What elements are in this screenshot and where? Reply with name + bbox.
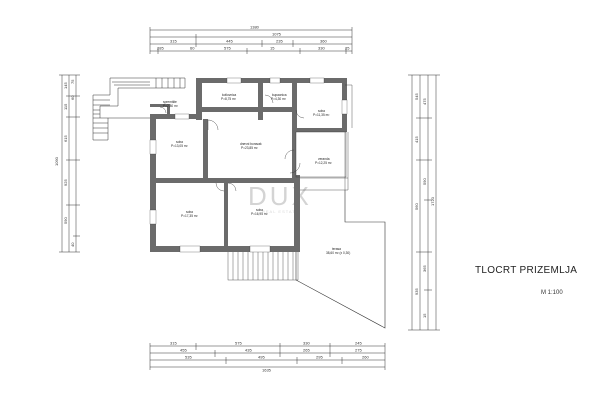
right-r3-dim: 15	[422, 313, 427, 318]
plan-scale: M 1:100	[541, 290, 563, 296]
top-r3-dim: 445	[226, 39, 233, 44]
bottom-r3-dim: 495	[258, 355, 265, 360]
room-dnevni-name: dnevni boravak	[240, 142, 262, 146]
bottom-r3-dim: 260	[362, 355, 369, 360]
bottom-r3-dim: 295	[316, 355, 323, 360]
bottom-dimension-lines	[149, 343, 386, 370]
bottom-r1-dim: 330	[303, 341, 310, 346]
room-soba3-name: soba	[186, 210, 193, 214]
room-spremiste-name: spremište	[163, 100, 177, 104]
right-r3-dim: 365	[422, 265, 427, 272]
left-r2-dim: 590	[63, 217, 68, 224]
room-spremiste-area: P=2,80 m²	[163, 104, 178, 108]
left-r3-dim: 40	[70, 242, 75, 247]
room-terasa-area: 38,60 m² (x 0,30)	[326, 251, 350, 255]
bottom-r3-dim: 535	[185, 355, 192, 360]
room-veranda-name: veranda	[318, 157, 330, 161]
room-soba2-name: soba	[176, 140, 183, 144]
room-soba1-name: soba	[318, 109, 325, 113]
left-total-dim: 1090	[54, 156, 59, 166]
right-r2-dim: 935	[414, 288, 419, 295]
room-kotlovnica-area: P=8,75 m²	[221, 97, 236, 101]
windows	[149, 77, 348, 253]
room-dnevni-area: P=23,85 m²	[241, 146, 258, 150]
top-r3-dim: 235	[276, 39, 283, 44]
right-r3-dim: 590	[422, 178, 427, 185]
top-r3-dim: 315	[170, 39, 177, 44]
terrace-outline	[295, 190, 386, 329]
room-soba1-area: P=11,35 m²	[313, 113, 329, 117]
room-kupaonica-area: P=4,30 m²	[271, 97, 286, 101]
room-terasa-name: terasa	[332, 247, 341, 251]
top-r4-dim: 60	[190, 46, 195, 51]
veranda-glazing	[295, 84, 353, 191]
right-r3-dim: 475	[422, 98, 427, 105]
top-dimension-lines	[149, 27, 353, 54]
external-stairs	[92, 77, 186, 141]
bottom-r2-dim: 455	[180, 348, 187, 353]
bottom-r1-dim: 315	[170, 341, 177, 346]
top-total-dim: 1380	[250, 25, 260, 30]
bottom-total-dim: 1635	[262, 368, 272, 373]
top-r3-dim: 360	[320, 39, 327, 44]
bottom-r2-dim: 265	[303, 348, 310, 353]
left-r3-dim: 75	[70, 79, 75, 84]
door-swings	[159, 94, 305, 192]
left-r2-dim: 115	[63, 103, 68, 110]
watermark-tagline: REAL ESTATE	[262, 209, 299, 214]
left-dimension-lines	[59, 74, 80, 253]
right-r2-dim: 415	[414, 136, 419, 143]
right-r2-dim: 545	[414, 93, 419, 100]
left-r2-dim: 615	[63, 135, 68, 142]
top-sub-dim: 1075	[272, 32, 282, 37]
bottom-r1-dim: 575	[235, 341, 242, 346]
right-total-dim: 1720	[430, 196, 435, 206]
room-soba4-name: soba	[256, 208, 263, 212]
room-soba2-area: P=13,05 m²	[171, 144, 188, 148]
room-soba3-area: P=17,35 m²	[181, 214, 198, 218]
room-soba4-area: P=16,95 m²	[251, 212, 268, 216]
room-kotlovnica-name: kotlovnica	[222, 93, 236, 97]
left-r3-dim: 60	[70, 95, 75, 100]
top-r4-dim: 330	[318, 46, 325, 51]
bottom-r1-dim: 245	[355, 341, 362, 346]
left-r2-dim: 145	[63, 82, 68, 89]
bottom-r2-dim: 435	[245, 348, 252, 353]
room-veranda-area: P=12,25 m²	[315, 161, 332, 165]
top-r4-dim: 25	[345, 46, 350, 51]
right-r2-dim: 560	[414, 203, 419, 210]
top-r4-dim: 285	[157, 46, 164, 51]
bottom-r2-dim: 275	[355, 348, 362, 353]
front-steps	[227, 247, 299, 281]
room-kupaonica-name: kupaonica	[272, 93, 287, 97]
top-r4-dim: 575	[224, 46, 231, 51]
watermark-logo: DUX	[248, 181, 312, 211]
walls	[150, 78, 347, 252]
left-r2-dim: 925	[63, 179, 68, 186]
right-dimension-lines	[408, 74, 440, 331]
top-r4-dim: 15	[270, 46, 275, 51]
plan-title: TLOCRT PRIZEMLJA	[475, 265, 577, 276]
